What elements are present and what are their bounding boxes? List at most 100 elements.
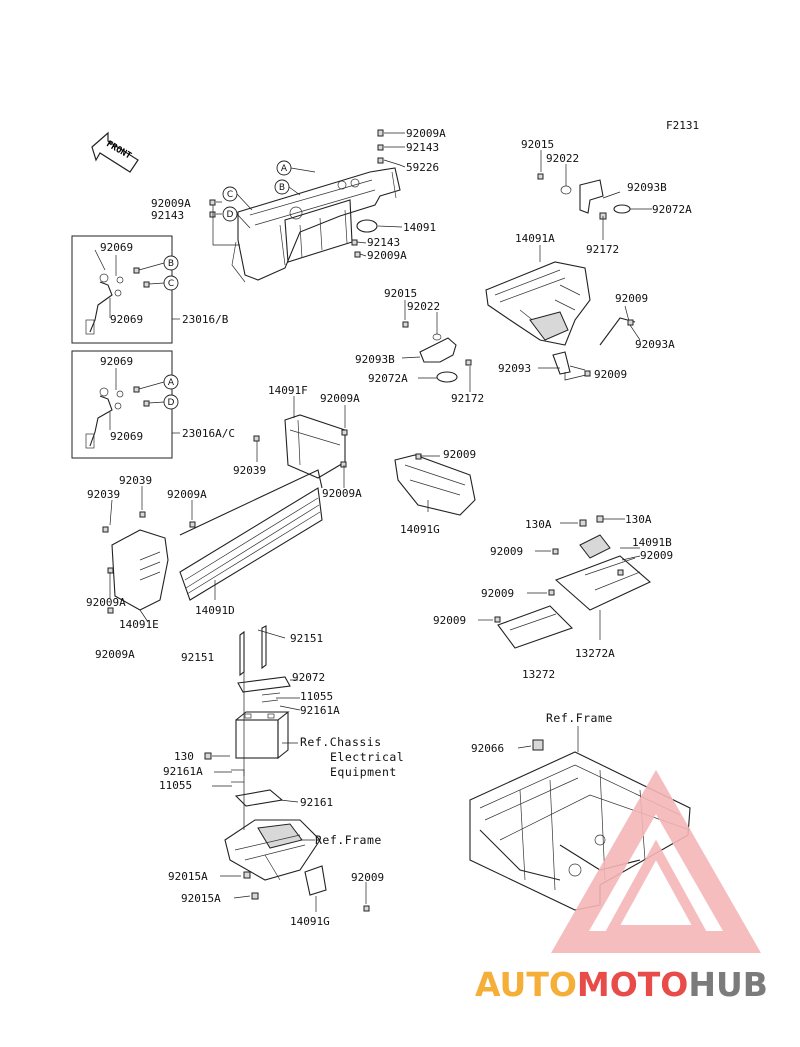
label-130A-1: 130A (525, 518, 552, 531)
label-92069-3: 92069 (100, 355, 133, 368)
label-92009-2: 92009 (594, 368, 627, 381)
panel-14091A (485, 245, 641, 381)
callout-c: C (227, 190, 233, 200)
label-92022-1: 92022 (546, 152, 579, 165)
label-92143-2: 92143 (151, 209, 184, 222)
ref-chassis-line3: Equipment (330, 765, 397, 779)
label-14091G-1: 14091G (400, 523, 440, 536)
triangle-logo-icon (551, 769, 761, 953)
label-14091B: 14091B (632, 536, 672, 549)
callout-a: A (281, 164, 288, 174)
callout-b: B (279, 183, 285, 193)
rear-panel-59226 (231, 167, 401, 283)
front-arrow-icon: FRONT (91, 131, 139, 173)
label-92069-2: 92069 (110, 313, 143, 326)
label-13272A: 13272A (575, 647, 615, 660)
label-92009A-8: 92009A (95, 648, 135, 661)
wire-harness-23016B: B C (85, 249, 179, 335)
label-92009A-7: 92009A (86, 596, 126, 609)
label-14091A: 14091A (515, 232, 555, 245)
label-92161A-1: 92161A (300, 704, 340, 717)
label-11055-2: 11055 (159, 779, 192, 792)
label-92009A-1: 92009A (406, 127, 446, 140)
label-92069-4: 92069 (110, 430, 143, 443)
label-92151-1: 92151 (290, 632, 323, 645)
label-130A-2: 130A (625, 513, 652, 526)
label-13272: 13272 (522, 668, 555, 681)
cover-14091G-middle (394, 453, 476, 516)
frame-lower (220, 819, 370, 912)
watermark-part1: AUTO (475, 965, 577, 1004)
label-92009-3: 92009 (443, 448, 476, 461)
ref-frame-right: Ref.Frame (546, 711, 613, 725)
label-92009-1: 92009 (615, 292, 648, 305)
label-92015A-1: 92015A (168, 870, 208, 883)
bracket-group-middle (401, 300, 472, 392)
callout-a-inset: A (168, 378, 175, 388)
ref-frame-lower: Ref.Frame (315, 833, 382, 847)
label-92009-4: 92009 (490, 545, 523, 558)
watermark-logo: AUTOMOTOHUB (475, 769, 768, 1004)
label-92161A-2: 92161A (163, 765, 203, 778)
label-92172-2: 92172 (451, 392, 484, 405)
fastener-top (209, 129, 384, 258)
label-23016B: 23016/B (182, 313, 229, 326)
wire-harness-23016AC: A D (85, 368, 179, 449)
label-59226: 59226 (406, 161, 439, 174)
label-92143-3: 92143 (367, 236, 400, 249)
label-92009A-3: 92009A (367, 249, 407, 262)
panel-14091F (253, 396, 348, 479)
label-92009-7: 92009 (433, 614, 466, 627)
label-92072A-2: 92072A (368, 372, 408, 385)
label-92009A-6: 92009A (322, 487, 362, 500)
label-92072A-1: 92072A (652, 203, 692, 216)
label-92015-2: 92015 (384, 287, 417, 300)
label-92009-8: 92009 (351, 871, 384, 884)
figure-id: F2131 (666, 119, 699, 132)
battery-assembly (204, 625, 301, 830)
part-14091 (356, 219, 378, 233)
label-92093: 92093 (498, 362, 531, 375)
label-92172-1: 92172 (586, 243, 619, 256)
label-11055-1: 11055 (300, 690, 333, 703)
label-92009-6: 92009 (481, 587, 514, 600)
plate-13272 (478, 605, 574, 649)
callout-c-inset: C (168, 279, 174, 289)
label-92039-3: 92039 (87, 488, 120, 501)
plate-13272A (527, 515, 652, 640)
label-92009A-5: 92009A (167, 488, 207, 501)
panel-14091E (102, 486, 169, 623)
callout-d-inset: D (168, 398, 175, 408)
label-92009-5: 92009 (640, 549, 673, 562)
ref-chassis-line1: Ref.Chassis (300, 735, 382, 749)
watermark-text: AUTOMOTOHUB (475, 965, 768, 1004)
label-14091G-2: 14091G (290, 915, 330, 928)
label-92009A-2: 92009A (151, 197, 191, 210)
label-14091F: 14091F (268, 384, 308, 397)
label-92015-1: 92015 (521, 138, 554, 151)
label-92161: 92161 (300, 796, 333, 809)
label-92069-1: 92069 (100, 241, 133, 254)
label-92093B-1: 92093B (627, 181, 667, 194)
label-92093B-2: 92093B (355, 353, 395, 366)
ref-chassis-line2: Electrical (330, 750, 404, 764)
bracket-group-upper-right (537, 150, 652, 240)
label-92009A-4: 92009A (320, 392, 360, 405)
callout-b-inset: B (168, 259, 174, 269)
label-92039-1: 92039 (233, 464, 266, 477)
label-130: 130 (174, 750, 194, 763)
label-14091D: 14091D (195, 604, 235, 617)
label-14091E: 14091E (119, 618, 159, 631)
label-92093A: 92093A (635, 338, 675, 351)
callout-d: D (227, 210, 234, 220)
label-92143-1: 92143 (406, 141, 439, 154)
callout-group-upper: A B C D (222, 160, 316, 229)
label-92022-2: 92022 (407, 300, 440, 313)
watermark-part2: MOTO (577, 965, 688, 1004)
label-92066: 92066 (471, 742, 504, 755)
panel-14091D (179, 461, 347, 601)
label-92039-2: 92039 (119, 474, 152, 487)
label-92151-2: 92151 (181, 651, 214, 664)
